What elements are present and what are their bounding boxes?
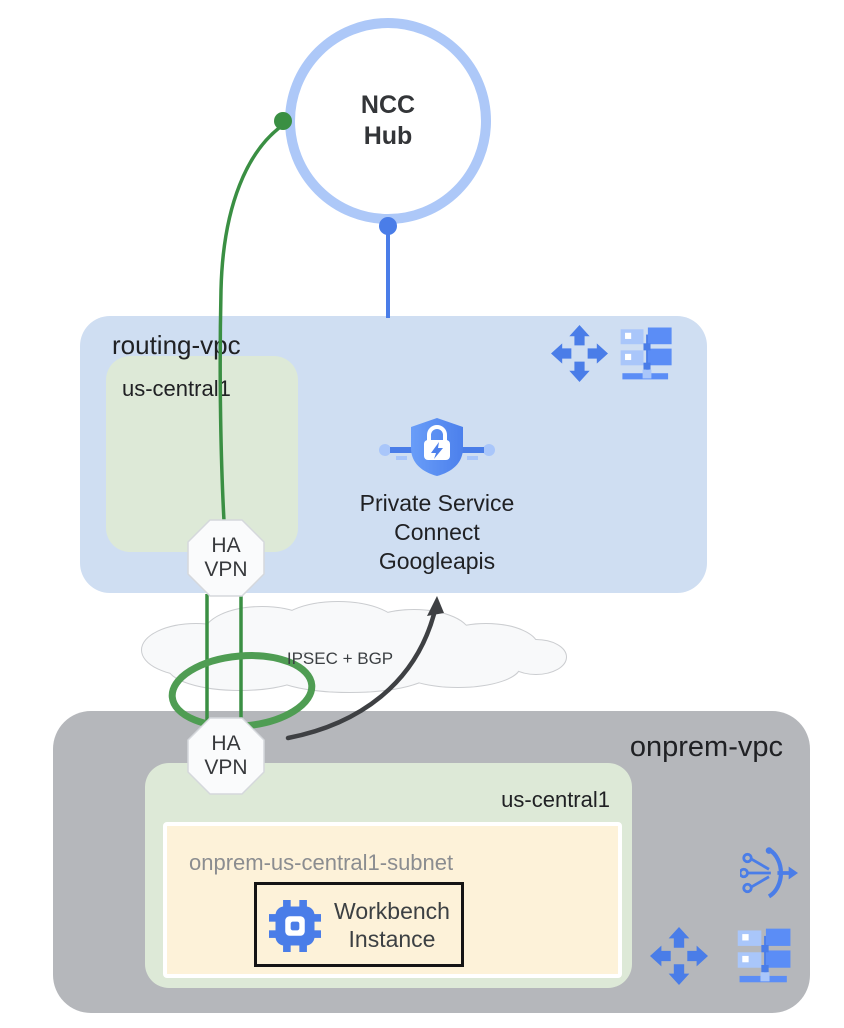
psc-label: Private Service Connect Googleapis (359, 490, 515, 574)
internet-cloud (141, 601, 567, 693)
vpc-network-icon (551, 325, 608, 382)
subnet-label: onprem-us-central1-subnet (189, 850, 454, 875)
routing-vpc-label: routing-vpc (112, 330, 241, 360)
tunnel-label: IPSEC + BGP (286, 649, 394, 668)
workbench-instance-box: Workbench Instance (254, 882, 464, 967)
ha-vpn-node-top: HA VPN (187, 519, 265, 597)
routing-region-label: us-central1 (122, 376, 231, 401)
server-rack-icon (620, 327, 672, 380)
workbench-chip-icon (269, 900, 321, 952)
onprem-vpc-label: onprem-vpc (629, 731, 783, 763)
hub-routing-link (379, 217, 397, 318)
ha-vpn-label: HA VPN (204, 534, 248, 581)
vpc-network-icon (650, 927, 708, 985)
workbench-instance-label: Workbench Instance (334, 898, 450, 952)
subnet-box: onprem-us-central1-subnet Workbench Inst… (163, 822, 622, 978)
onprem-vpc-box: onprem-vpc us-central1 onprem-us-central… (53, 711, 810, 1013)
server-rack-icon (737, 928, 791, 983)
ha-vpn-node-bottom: HA VPN (187, 717, 265, 795)
onprem-region-label: us-central1 (501, 787, 610, 812)
private-service-connect-shield-icon (379, 418, 495, 476)
ncc-hub-label: NCC Hub (360, 91, 416, 150)
ncc-hub-circle: NCC Hub (285, 18, 491, 224)
vpn-tunnel-lines (205, 594, 243, 723)
ha-vpn-label: HA VPN (204, 732, 248, 779)
cloud-router-icon (740, 847, 798, 899)
onprem-region-box: us-central1 onprem-us-central1-subnet Wo (145, 763, 632, 988)
